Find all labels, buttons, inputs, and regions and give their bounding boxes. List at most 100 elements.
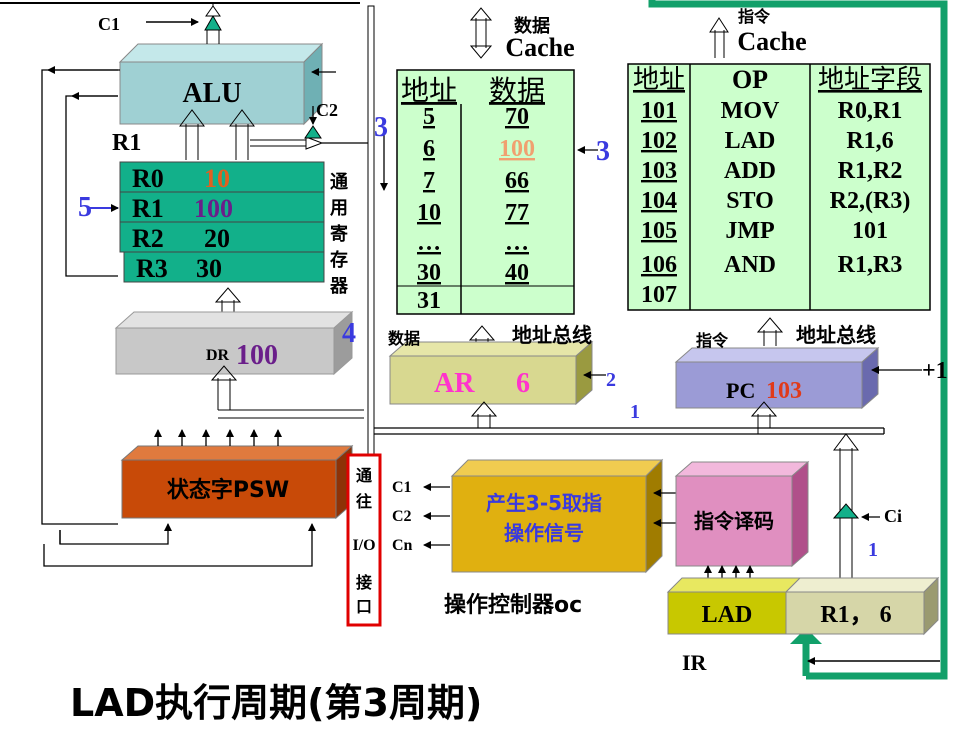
instruction-bus-frame	[648, 0, 948, 680]
reg-r2-value: 20	[204, 224, 230, 253]
dcache-addr-4: …	[417, 230, 441, 256]
register-group-label: R1	[112, 130, 141, 156]
signal-cn: Cn	[392, 537, 413, 554]
inst-cache-title: Cache	[737, 27, 806, 56]
io-port-box	[346, 453, 382, 627]
bus-step-1-label: 1	[630, 401, 640, 423]
step-2-label: 2	[606, 369, 616, 391]
dcache-data-2: 66	[505, 168, 529, 194]
ir-label: IR	[682, 650, 708, 675]
ar-value: 6	[516, 368, 530, 399]
pc-block	[674, 346, 880, 410]
dr-block	[114, 310, 354, 376]
io-line-4: 接	[356, 573, 372, 592]
register-file	[119, 161, 325, 283]
icache-addr-5: 106	[641, 252, 677, 278]
ar-block	[388, 340, 594, 406]
regs-side-2: 用	[330, 198, 348, 219]
io-line-5: 口	[356, 597, 372, 616]
oc-name: 操作控制器oc	[444, 592, 582, 618]
dcache-data-1: 100	[499, 136, 535, 162]
dcache-addr-1: 6	[423, 136, 435, 162]
dcache-addr-2: 7	[423, 168, 435, 194]
pc-bus-label: 地址总线	[796, 323, 876, 347]
data-cache-header-addr: 地址	[401, 74, 457, 107]
pc-label: PC	[726, 378, 755, 403]
dcache-addr-0: 5	[423, 104, 435, 130]
gen-line-2: 操作信号	[504, 521, 584, 545]
ir-op: LAD	[702, 602, 753, 628]
ar-label: AR	[434, 368, 475, 399]
io-line-1: 通	[356, 466, 372, 485]
ci-gate-icon	[832, 503, 860, 519]
ir-step-1-label: 1	[868, 539, 878, 561]
icache-field-1: R1,6	[846, 128, 893, 154]
reg-r3-value: 30	[196, 254, 222, 283]
icache-field-0: R0,R1	[838, 98, 903, 124]
regs-side-4: 存	[330, 249, 348, 271]
signal-generator-block	[450, 458, 664, 574]
pc-increment-label: +1	[922, 358, 948, 384]
icache-field-2: R1,R2	[838, 158, 903, 184]
step-3-right: 3	[596, 136, 610, 167]
dr-label: DR	[206, 347, 230, 364]
instruction-decode-block	[674, 460, 810, 568]
icache-field-5: R1,R3	[838, 252, 903, 278]
icache-op-3: STO	[726, 188, 774, 214]
icache-op-1: LAD	[725, 128, 776, 154]
step-3-left: 3	[374, 112, 388, 143]
icache-op-4: JMP	[725, 218, 774, 244]
step-4-label: 4	[342, 318, 356, 349]
ar-bus-label: 地址总线	[512, 323, 592, 347]
icache-field-4: 101	[852, 218, 888, 244]
data-cache-title: Cache	[505, 33, 574, 62]
ir-block	[666, 576, 940, 636]
icache-header-addr: 地址	[633, 65, 685, 95]
ci-label: Ci	[884, 506, 902, 526]
reg-r0-value: 10	[204, 164, 230, 193]
alu-block	[118, 42, 324, 126]
icache-addr-0: 101	[641, 98, 677, 124]
regs-side-1: 通	[330, 172, 348, 193]
icache-addr-4: 105	[641, 218, 677, 244]
internal-bus	[367, 5, 375, 455]
reg-r2-name: R2	[132, 224, 164, 253]
gen-line-1: 产生3-5取指	[486, 491, 602, 515]
icache-header-field: 地址字段	[818, 65, 922, 95]
step-5-label: 5	[78, 192, 92, 223]
inst-cache-top-label: 指令	[738, 7, 771, 26]
dcache-addr-3: 10	[417, 200, 441, 226]
psw-label: 状态字PSW	[167, 477, 289, 503]
signal-c2: C2	[392, 508, 412, 525]
icache-header-op: OP	[732, 65, 768, 94]
dcache-data-4: …	[505, 230, 529, 256]
pc-value: 103	[766, 378, 802, 404]
dr-value: 100	[236, 340, 278, 371]
icache-field-3: R2,(R3)	[830, 188, 911, 214]
icache-addr-3: 104	[641, 188, 677, 214]
icache-op-2: ADD	[724, 158, 776, 184]
c1-gate-icon	[204, 14, 222, 31]
reg-r1-name: R1	[132, 194, 164, 223]
c2-gate-icon	[304, 125, 322, 139]
reg-r3-name: R3	[136, 254, 168, 283]
reg-r1-value: 100	[194, 194, 233, 223]
pc-inst-label: 指令	[696, 331, 729, 350]
regs-side-3: 寄	[330, 223, 348, 245]
reg-r0-name: R0	[132, 164, 164, 193]
ir-operand: R1， 6	[820, 602, 891, 628]
signal-c1: C1	[392, 479, 412, 496]
icache-addr-1: 102	[641, 128, 677, 154]
icache-addr-2: 103	[641, 158, 677, 184]
c2-label: C2	[316, 100, 338, 120]
dcache-data-5: 40	[505, 260, 529, 286]
instruction-cache-table	[627, 63, 931, 311]
alu-label: ALU	[182, 78, 241, 109]
data-cache-table	[396, 69, 575, 315]
icache-addr-6: 107	[641, 282, 677, 308]
ar-data-label: 数据	[388, 329, 420, 348]
dcache-addr-6: 31	[417, 288, 441, 314]
icache-op-0: MOV	[721, 98, 780, 124]
c1-label: C1	[98, 14, 120, 34]
